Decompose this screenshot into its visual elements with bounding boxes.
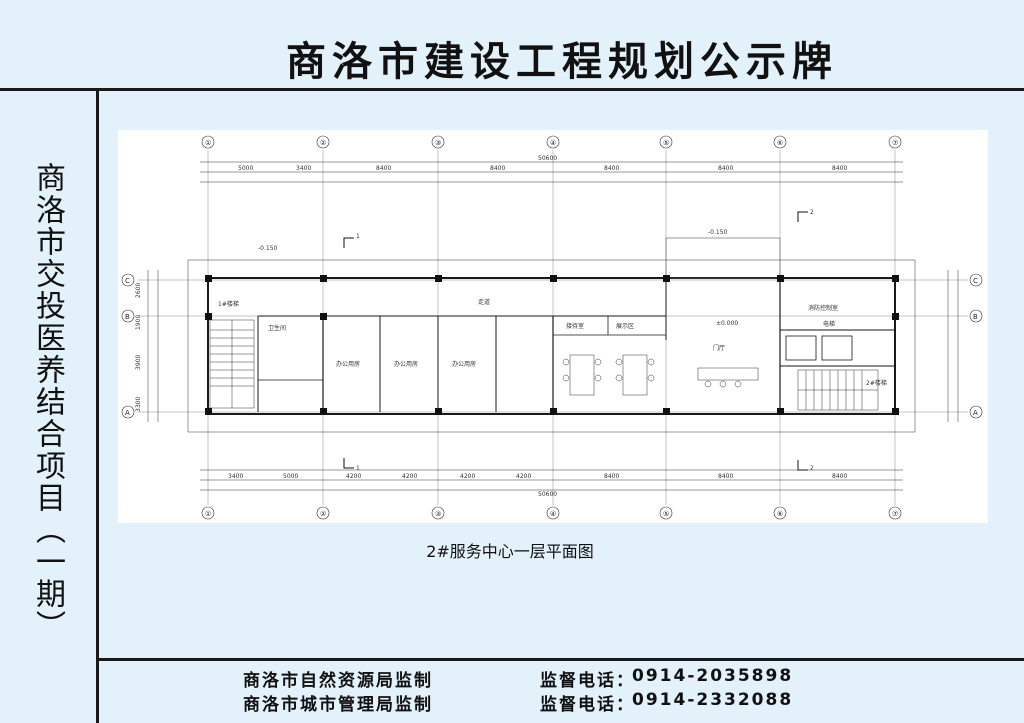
phone-number-2: 0914-2332088 <box>632 690 794 710</box>
dimension-label: 2600 <box>135 283 142 298</box>
dimension-label: 4200 <box>402 473 417 480</box>
axis-label: ⑦ <box>892 139 898 147</box>
room-label: 卫生间 <box>268 324 286 332</box>
axis-label: ③ <box>435 139 441 147</box>
room-label: 2#楼梯 <box>866 379 887 387</box>
axis-label: C <box>125 277 130 285</box>
axis-bubbles-side: C B A C B A <box>121 273 983 419</box>
phone-number-1: 0914-2035898 <box>632 666 794 686</box>
level-mark: -0.150 <box>708 229 728 236</box>
room-label: 展示区 <box>616 323 634 330</box>
board-title: 商洛市建设工程规划公示牌 <box>286 39 838 85</box>
axis-label: ⑥ <box>777 510 783 518</box>
axis-label: ⑤ <box>663 139 669 147</box>
left-divider <box>96 88 99 723</box>
dimension-label: 8400 <box>376 165 391 172</box>
axis-label: C <box>973 277 978 285</box>
dimension-label: 8400 <box>604 165 619 172</box>
dimension-label: 4200 <box>460 473 475 480</box>
dimension-label: 4200 <box>346 473 361 480</box>
axis-label: A <box>125 409 130 417</box>
level-mark: ±0.000 <box>716 320 738 327</box>
axis-label: ⑦ <box>892 510 898 518</box>
room-label: 办公用房 <box>336 360 360 368</box>
room-label: 电梯 <box>823 320 835 328</box>
axis-label: ⑤ <box>663 510 669 518</box>
level-mark: -0.150 <box>258 245 278 252</box>
supervisor-org-1: 商洛市自然资源局监制 <box>243 671 433 691</box>
axis-label: B <box>125 313 130 321</box>
phone-label-2: 监督电话： <box>540 695 635 715</box>
axis-label: ② <box>320 139 326 147</box>
dimension-label: 3400 <box>228 473 243 480</box>
dimension-label: 5000 <box>238 165 253 172</box>
floor-plan-svg: ① ② ③ ④ ⑤ ⑥ ⑦ ① ② ③ ④ ⑤ <box>121 135 983 520</box>
axis-bubbles-bottom: ① ② ③ ④ ⑤ ⑥ ⑦ <box>201 506 902 520</box>
dimension-label: 8400 <box>718 473 733 480</box>
dimension-label: 3900 <box>135 355 142 370</box>
room-label: 办公用房 <box>452 360 476 368</box>
supervisor-org-2: 商洛市城市管理局监制 <box>243 695 433 715</box>
axis-label: ① <box>205 510 211 518</box>
dimension-label: 8400 <box>490 165 505 172</box>
axis-bubbles-top: ① ② ③ ④ ⑤ ⑥ ⑦ <box>201 135 902 149</box>
dimension-label: 1900 <box>135 315 142 330</box>
section-cut-marks <box>343 211 808 471</box>
stair-2 <box>797 369 879 411</box>
axis-label: ④ <box>550 139 556 147</box>
axis-label: ③ <box>435 510 441 518</box>
dimension-label: 3300 <box>135 397 142 412</box>
stair-1 <box>209 319 255 409</box>
axis-label: ④ <box>550 510 556 518</box>
axis-label: ① <box>205 139 211 147</box>
bottom-divider <box>96 658 1024 661</box>
phone-label-1: 监督电话： <box>540 671 635 691</box>
dimension-label: 8400 <box>832 165 847 172</box>
dimension-lines <box>147 161 959 491</box>
section-mark: 1 <box>356 233 360 240</box>
section-mark: 2 <box>810 209 814 216</box>
project-name: 商洛市交投医养结合项目（一期） <box>30 162 65 642</box>
top-divider <box>0 88 1024 91</box>
dimension-label: 8400 <box>604 473 619 480</box>
dimension-label: 8400 <box>718 165 733 172</box>
dimension-label: 3400 <box>296 165 311 172</box>
room-label: 消防控制室 <box>808 304 838 312</box>
plan-caption: 2#服务中心一层平面图 <box>426 542 594 561</box>
total-dimension-top: 50600 <box>538 155 557 162</box>
furniture <box>562 354 759 396</box>
room-label: 办公用房 <box>394 360 418 368</box>
axis-label: ② <box>320 510 326 518</box>
dimension-label: 8400 <box>832 473 847 480</box>
room-label: 门厅 <box>713 344 725 352</box>
room-label: 走道 <box>478 298 490 306</box>
section-mark: 1 <box>356 465 360 472</box>
section-mark: 2 <box>810 465 814 472</box>
room-label: 1#楼梯 <box>218 300 239 308</box>
room-label: 接待室 <box>566 322 584 330</box>
total-dimension-bottom: 50600 <box>538 491 557 498</box>
dimension-label: 5000 <box>283 473 298 480</box>
floor-plan-drawing: ① ② ③ ④ ⑤ ⑥ ⑦ ① ② ③ ④ ⑤ <box>118 130 988 523</box>
dimension-label: 4200 <box>516 473 531 480</box>
axis-label: ⑥ <box>777 139 783 147</box>
axis-label: A <box>973 409 978 417</box>
columns <box>205 275 899 415</box>
axis-label: B <box>973 313 978 321</box>
